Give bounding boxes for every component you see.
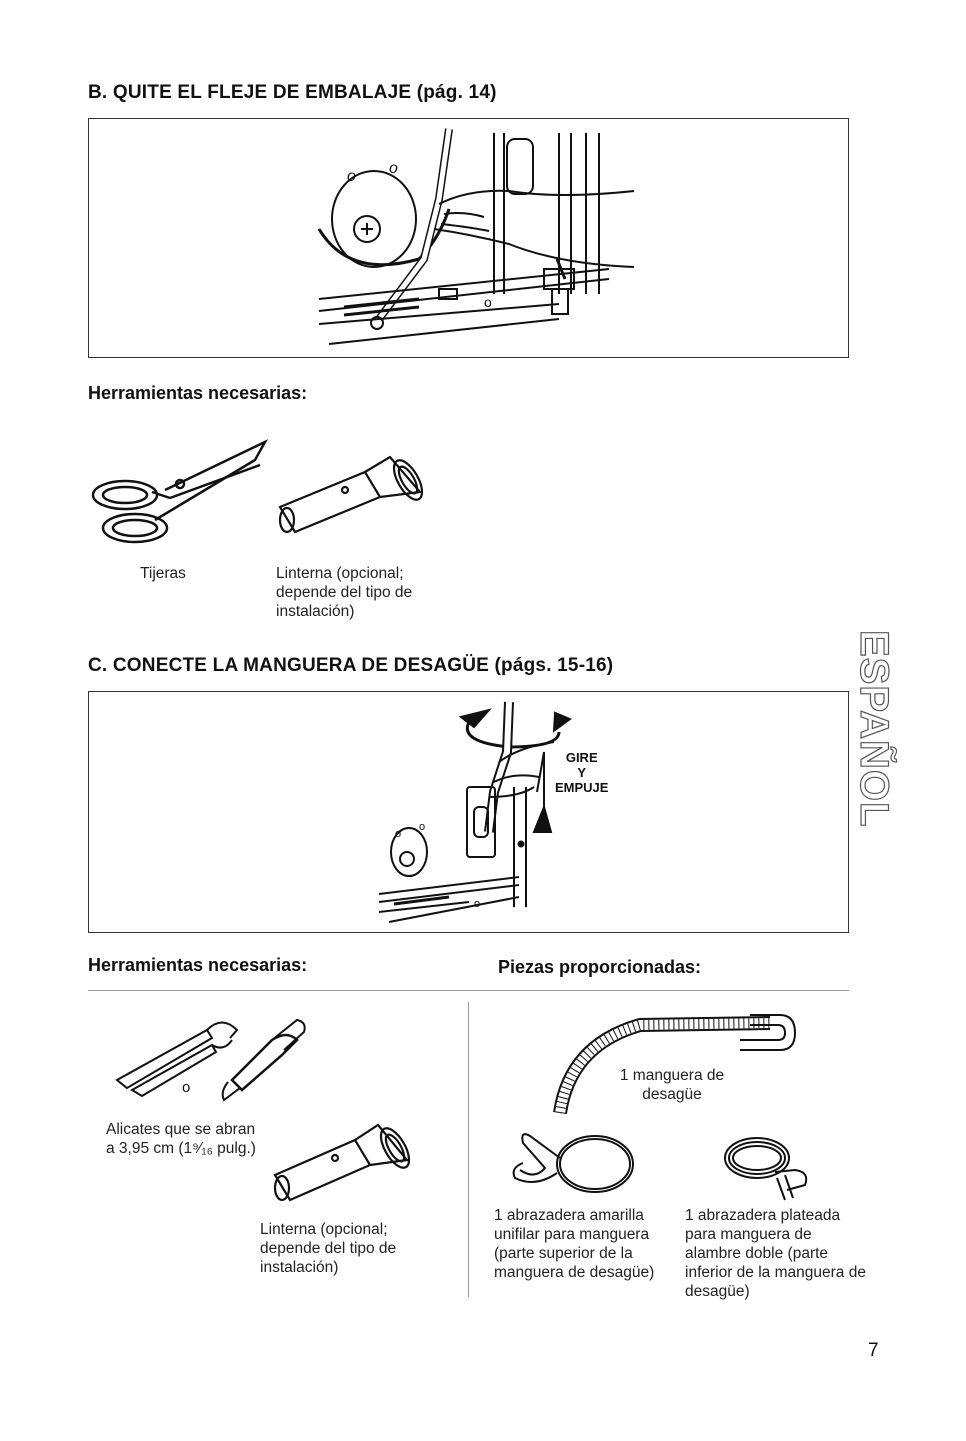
- part-double-clamp-label: 1 abrazadera plateada para manguera de a…: [685, 1207, 866, 1300]
- flashlight-icon: [278, 455, 424, 534]
- tool-pliers-label: Alicates que se abran a 3,95 cm (1⁹⁄₁₆ p…: [106, 1121, 256, 1157]
- double-wire-clamp-icon: [724, 1137, 808, 1201]
- section-b-tools-heading: Herramientas necesarias:: [88, 383, 308, 403]
- part-single-clamp-label: 1 abrazadera amarilla unifilar para mang…: [494, 1207, 655, 1281]
- section-b-title: B. QUITE EL FLEJE DE EMBALAJE (pág. 14): [88, 82, 497, 103]
- svg-text:o: o: [395, 828, 401, 840]
- strap-removal-illustration: o o o: [317, 128, 635, 345]
- section-c-parts-heading: Piezas proporcionadas:: [498, 957, 702, 977]
- flashlight-icon: [273, 1123, 411, 1202]
- tool-scissors-label: Tijeras: [140, 565, 186, 582]
- svg-text:o: o: [484, 294, 492, 310]
- svg-text:o: o: [182, 1079, 190, 1096]
- language-side-tab: ESPAÑOL: [851, 629, 896, 828]
- twist-push-label: GIRE Y EMPUJE: [555, 750, 609, 795]
- svg-text:o: o: [474, 898, 480, 910]
- divider-vertical: [468, 1002, 469, 1297]
- svg-text:o: o: [347, 168, 356, 185]
- single-wire-clamp-icon: [512, 1133, 634, 1193]
- scissors-icon: [91, 439, 269, 544]
- tool-flashlight-label: Linterna (opcional; depende del tipo de …: [276, 565, 413, 620]
- section-c-tools-heading: Herramientas necesarias:: [88, 955, 308, 975]
- drain-hose-icon: [553, 1014, 797, 1115]
- svg-text:o: o: [389, 160, 398, 177]
- part-drain-hose-label: 1 manguera de desagüe: [619, 1067, 725, 1103]
- section-c-title: C. CONECTE LA MANGUERA DE DESAGÜE (págs.…: [88, 655, 614, 676]
- page-number: 7: [868, 1340, 879, 1361]
- svg-text:o: o: [419, 821, 425, 833]
- pliers-icon: o: [115, 1018, 306, 1102]
- figure-remove-strap: o o o: [88, 118, 849, 358]
- divider-horizontal: [88, 990, 849, 991]
- drain-hose-connection-illustration: o o o: [378, 701, 572, 923]
- figure-connect-drain-hose: o o o GIRE Y EMPUJE: [88, 691, 849, 933]
- tool-flashlight-label-c: Linterna (opcional; depende del tipo de …: [260, 1221, 397, 1276]
